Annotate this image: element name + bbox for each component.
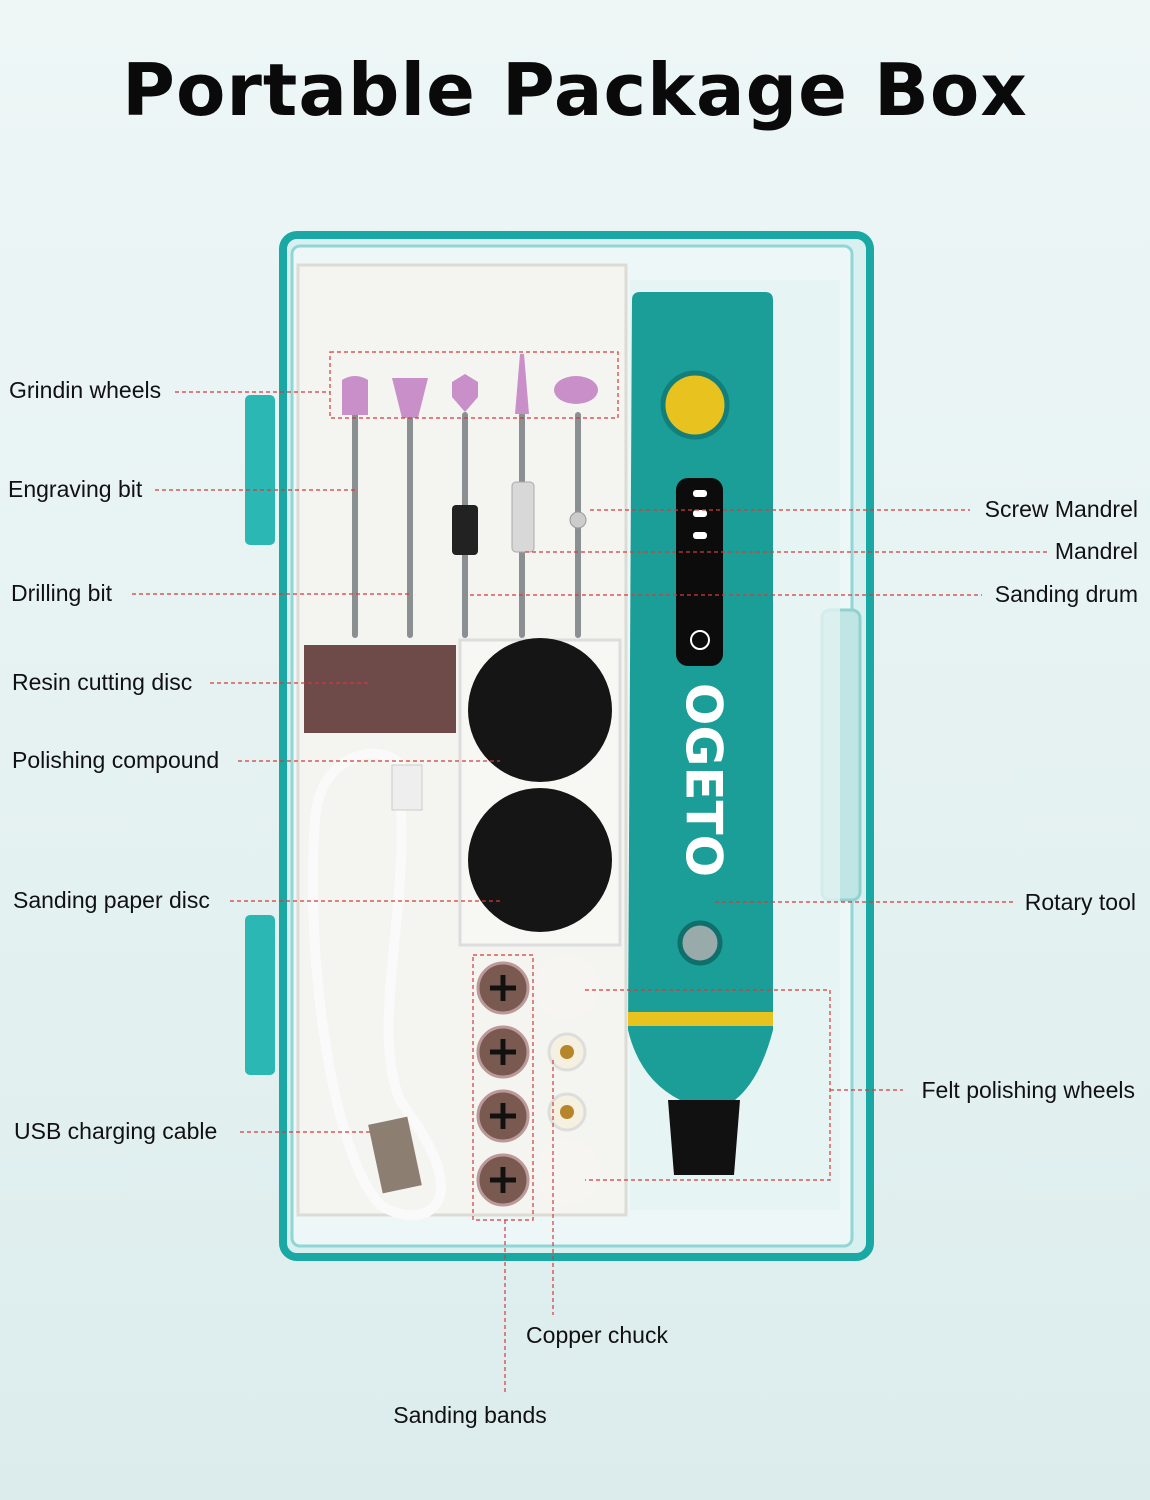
label-engraving-bit: Engraving bit bbox=[8, 476, 143, 502]
label-screw-mandrel: Screw Mandrel bbox=[984, 496, 1138, 522]
label-sanding-paper-disc: Sanding paper disc bbox=[13, 887, 210, 913]
display bbox=[676, 478, 723, 666]
label-felt-polishing-wheels: Felt polishing wheels bbox=[921, 1077, 1135, 1103]
brand-logo: OGETO bbox=[675, 683, 733, 877]
label-sanding-bands: Sanding bands bbox=[393, 1402, 547, 1428]
bits-rack bbox=[342, 354, 598, 638]
rotary-tool: OGETO bbox=[628, 292, 773, 1175]
label-sanding-drum: Sanding drum bbox=[994, 581, 1138, 607]
label-resin-cutting-disc: Resin cutting disc bbox=[12, 669, 193, 695]
label-copper-chuck: Copper chuck bbox=[526, 1322, 668, 1348]
left-latch-bottom bbox=[245, 915, 275, 1075]
left-latch-top bbox=[245, 395, 275, 545]
label-mandrel: Mandrel bbox=[1054, 538, 1138, 564]
felt-wheels bbox=[534, 954, 600, 1205]
label-grinding-wheels: Grindin wheels bbox=[9, 377, 162, 403]
polishing-compound-2 bbox=[468, 788, 612, 932]
label-rotary-tool: Rotary tool bbox=[1024, 889, 1136, 915]
copper-chucks bbox=[547, 1032, 587, 1132]
leader-lines bbox=[132, 351, 1048, 1395]
page-title: Portable Package Box bbox=[122, 48, 1028, 132]
resin-cutting-disc bbox=[304, 645, 456, 733]
speed-button bbox=[677, 920, 723, 966]
usb-cable bbox=[307, 748, 446, 1221]
polishing-compound-1 bbox=[468, 638, 612, 782]
label-drilling-bit: Drilling bit bbox=[11, 580, 112, 606]
power-button bbox=[660, 370, 730, 440]
label-usb-charging-cable: USB charging cable bbox=[14, 1118, 218, 1144]
label-polishing-compound: Polishing compound bbox=[12, 747, 220, 773]
